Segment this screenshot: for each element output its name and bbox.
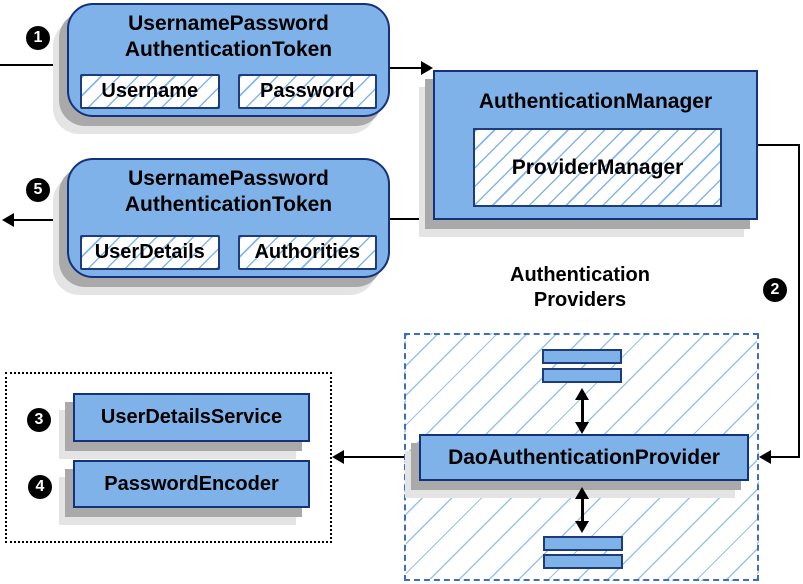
response-token-fields: UserDetails Authorities: [80, 235, 377, 270]
providers-group-label: Authentication Providers: [455, 263, 705, 313]
response-token-title-line1: UsernamePassword: [128, 167, 329, 190]
services-group-box: [5, 372, 332, 543]
step-3-number: 3: [34, 411, 44, 428]
arrowhead-into-provider-icon: [759, 450, 771, 464]
connector-token-to-manager: [390, 67, 423, 69]
request-token-title: UsernamePassword AuthenticationToken: [69, 11, 388, 63]
step-2-badge: 2: [763, 278, 787, 302]
step-1-badge: 1: [26, 26, 50, 50]
arrowhead-up-icon: [575, 487, 589, 499]
arrowhead-response-out-icon: [2, 213, 14, 227]
request-token-box: UsernamePassword AuthenticationToken Use…: [67, 3, 390, 117]
provider-manager-box: ProviderManager: [473, 128, 722, 207]
step-1-number: 1: [33, 29, 43, 46]
double-arrow-top: [575, 388, 589, 434]
connector-token-outgoing: [14, 219, 67, 221]
authentication-manager-title: AuthenticationManager: [478, 90, 713, 113]
double-arrow-bottom: [575, 487, 589, 533]
step-3-badge: 3: [27, 408, 51, 432]
provider-stub-bar: [542, 349, 622, 364]
provider-stub-bar: [543, 554, 623, 569]
provider-stub-bar: [543, 536, 623, 551]
dao-authentication-provider-box: DaoAuthenticationProvider: [419, 434, 749, 481]
providers-group-label-line1: Authentication: [510, 264, 650, 286]
response-token-box: UsernamePassword AuthenticationToken Use…: [67, 158, 390, 278]
username-field-box: Username: [80, 74, 220, 109]
response-token-title: UsernamePassword AuthenticationToken: [69, 166, 388, 218]
step-2-number: 2: [770, 281, 780, 298]
response-token-title-line2: AuthenticationToken: [124, 193, 333, 216]
step-4-badge: 4: [28, 475, 52, 499]
password-field-box: Password: [237, 74, 377, 109]
request-token-title-line1: UsernamePassword: [128, 12, 329, 35]
userdetails-field-box: UserDetails: [80, 235, 220, 270]
password-encoder-box: PasswordEncoder: [73, 460, 310, 508]
connector-manager-right: [758, 144, 800, 146]
connector-into-provider: [771, 456, 799, 458]
request-token-fields: Username Password: [80, 74, 377, 109]
step-5-number: 5: [33, 181, 43, 198]
arrowhead-into-manager-icon: [421, 61, 433, 75]
request-token-title-line2: AuthenticationToken: [124, 38, 333, 61]
arrowhead-up-icon: [575, 388, 589, 400]
arrowhead-into-services-icon: [332, 450, 344, 464]
user-details-service-box: UserDetailsService: [73, 393, 310, 442]
provider-stub-bar: [542, 368, 622, 383]
arrowhead-down-icon: [575, 521, 589, 533]
authentication-manager-box: AuthenticationManager ProviderManager: [433, 70, 758, 220]
connector-manager-down: [798, 144, 800, 458]
providers-group-label-line2: Providers: [533, 289, 627, 311]
step-4-number: 4: [35, 478, 45, 495]
arrowhead-down-icon: [575, 422, 589, 434]
connector-incoming-request: [0, 64, 67, 66]
connector-provider-to-services: [344, 456, 412, 458]
authorities-field-box: Authorities: [237, 235, 377, 270]
connector-manager-to-token: [390, 218, 433, 220]
step-5-badge: 5: [26, 178, 50, 202]
